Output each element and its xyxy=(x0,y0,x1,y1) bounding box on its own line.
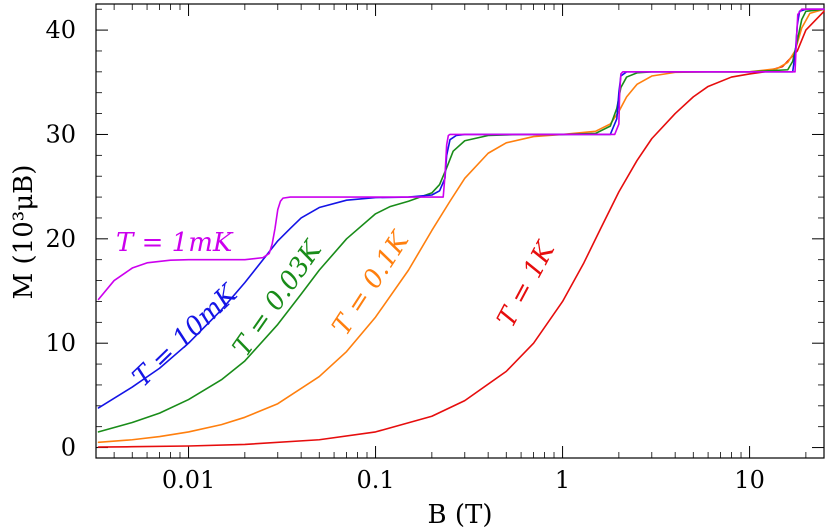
x-tick-label: 0.1 xyxy=(356,466,394,494)
plot-frame xyxy=(95,3,825,459)
x-axis-label: B (T) xyxy=(428,500,493,530)
series-label-003k: T = 0.03K xyxy=(227,235,329,362)
series-line-t-10mk xyxy=(97,8,825,409)
y-tick-label: 40 xyxy=(45,16,76,44)
tick-labels: 0.01 0.1 1 10 0 10 20 30 40 xyxy=(45,16,764,494)
y-tick-label: 0 xyxy=(61,434,76,462)
y-tick-label: 20 xyxy=(45,225,76,253)
axis-ticks xyxy=(96,4,824,458)
series-label-1mk: T = 1mK xyxy=(116,228,234,258)
series-label-01k: T = 0.1K xyxy=(327,226,416,341)
x-tick-label: 10 xyxy=(734,466,765,494)
x-tick-label: 0.01 xyxy=(162,466,215,494)
y-tick-label: 10 xyxy=(45,329,76,357)
y-tick-label: 30 xyxy=(45,120,76,148)
curves xyxy=(97,8,825,448)
series-line-t-0-1k xyxy=(97,8,825,444)
x-tick-label: 1 xyxy=(555,466,570,494)
y-axis-label: M (10³μB) xyxy=(9,165,39,300)
series-line-t-1mk xyxy=(97,8,825,301)
